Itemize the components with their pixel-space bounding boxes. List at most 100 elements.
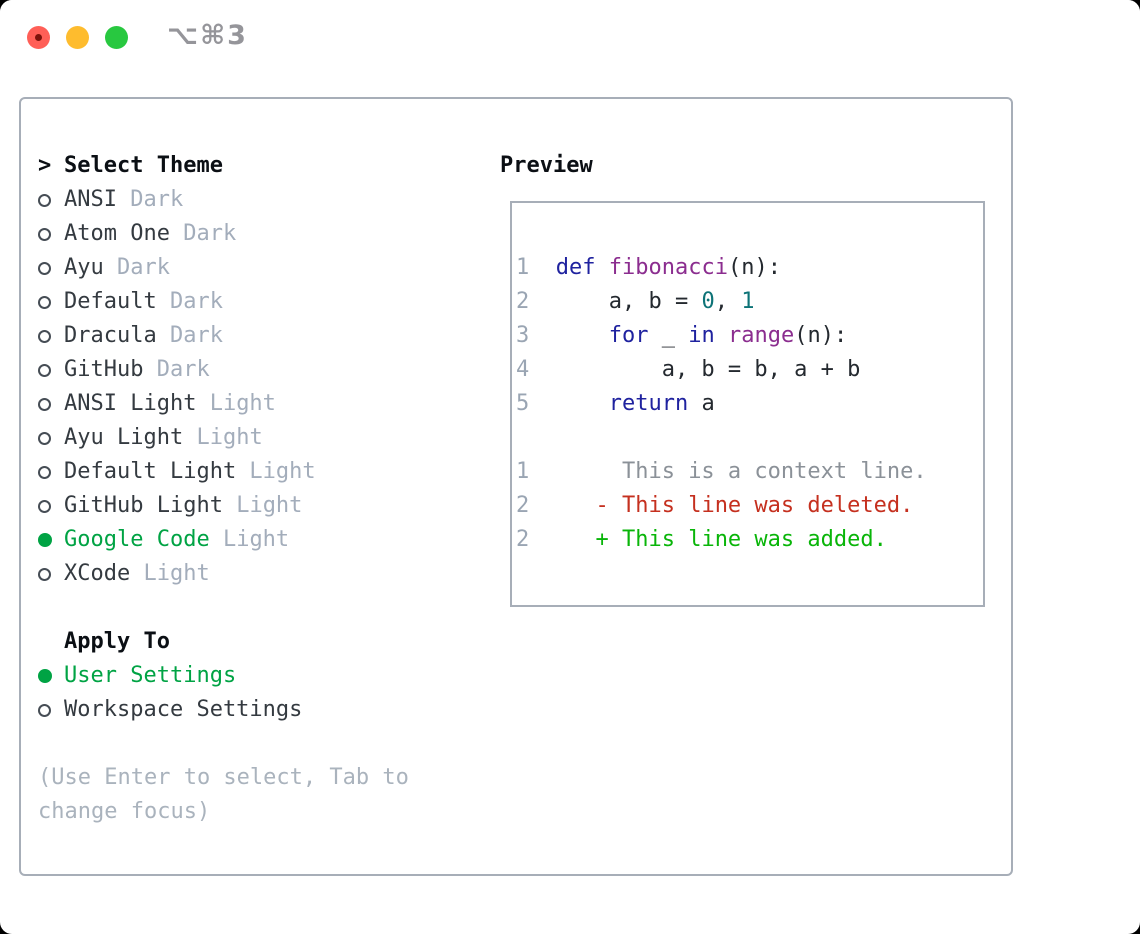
item-label: ANSI Light [64, 391, 197, 416]
line-number: 3 [516, 323, 530, 348]
select-theme-header: > Select Theme [38, 149, 458, 183]
theme-list-item[interactable]: Dracula Dark [38, 319, 458, 353]
code-segment-plain [715, 323, 728, 348]
code-segment-plain: (n): [794, 323, 848, 348]
radio-icon [38, 193, 51, 207]
item-label: ANSI [64, 187, 117, 212]
line-number: 2 [516, 289, 530, 314]
code-segment-plain: a, b = [529, 289, 702, 314]
code-segment-plain [596, 255, 609, 280]
radio-icon [38, 261, 51, 275]
theme-list-item[interactable]: Default Light Light [38, 455, 458, 489]
window-title: ⌥⌘3 [167, 20, 248, 51]
item-label: GitHub [64, 357, 144, 382]
code-segment-keyword: for [608, 323, 649, 348]
item-variant-label: Light [209, 527, 290, 552]
item-label: Workspace Settings [64, 697, 303, 722]
code-segment-plain [529, 323, 608, 348]
theme-list-item[interactable]: GitHub Dark [38, 353, 458, 387]
help-text: (Use Enter to select, Tab to change focu… [38, 765, 409, 824]
code-segment-keyword: def [555, 255, 596, 280]
preview-line [516, 421, 983, 455]
code-segment-deleted: - This line was deleted. [595, 493, 914, 518]
radio-icon [38, 295, 51, 309]
traffic-lights [27, 26, 128, 49]
item-variant-label: Light [222, 493, 303, 518]
theme-list-item[interactable]: Ayu Dark [38, 251, 458, 285]
zoom-button[interactable] [105, 26, 128, 49]
line-number: 1 [516, 459, 530, 484]
radio-icon [38, 703, 51, 717]
minimize-button[interactable] [66, 26, 89, 49]
item-variant-label: Dark [156, 289, 223, 314]
line-number: 2 [516, 493, 530, 518]
code-segment-plain [529, 527, 595, 552]
item-label: Default Light [64, 459, 237, 484]
preview-line: 2 - This line was deleted. [516, 489, 983, 523]
radio-icon [38, 329, 51, 343]
apply-to-option[interactable]: User Settings [38, 659, 458, 693]
close-button[interactable] [27, 26, 50, 49]
code-segment-plain [529, 391, 608, 416]
radio-icon [38, 499, 51, 513]
item-label: Dracula [64, 323, 157, 348]
theme-list-item[interactable]: XCode Light [38, 557, 458, 591]
radio-selected-icon [38, 669, 52, 683]
preview-line: 2 + This line was added. [516, 523, 983, 557]
item-label: Google Code [64, 527, 210, 552]
preview-title: Preview [500, 153, 593, 178]
focus-cursor: > [38, 153, 52, 178]
code-segment-added: + This line was added. [595, 527, 887, 552]
preview-line: 3 for _ in range(n): [516, 319, 983, 353]
item-variant-label: Dark [169, 221, 237, 246]
theme-list-item[interactable]: Google Code Light [38, 523, 458, 557]
preview-line: 2 a, b = 0, 1 [516, 285, 983, 319]
radio-icon [38, 465, 51, 479]
code-segment-plain [529, 493, 595, 518]
theme-list-item[interactable]: Atom One Dark [38, 217, 458, 251]
code-segment-keyword: in [688, 323, 715, 348]
code-segment-plain [529, 255, 556, 280]
item-variant-label: Light [183, 425, 263, 450]
radio-selected-icon [38, 533, 52, 547]
theme-list-item[interactable]: Ayu Light Light [38, 421, 458, 455]
item-label: User Settings [64, 663, 237, 688]
code-segment-function: range [727, 323, 795, 348]
item-variant-label: Light [236, 459, 316, 484]
radio-icon [38, 567, 51, 581]
code-segment-number: 0 [701, 289, 715, 314]
item-label: Atom One [64, 221, 170, 246]
item-variant-label: Dark [156, 323, 223, 348]
preview-line: 5 return a [516, 387, 983, 421]
code-segment-plain: _ [648, 323, 689, 348]
theme-list-item[interactable]: ANSI Light Light [38, 387, 458, 421]
code-segment-plain: a [688, 391, 715, 416]
code-segment-plain: a, b = b, a + b [529, 357, 861, 382]
radio-icon [38, 431, 51, 445]
spacer [38, 591, 458, 625]
item-variant-label: Dark [103, 255, 170, 280]
apply-to-header: Apply To [38, 625, 458, 659]
line-number: 1 [516, 255, 530, 280]
line-number: 2 [516, 527, 530, 552]
item-label: XCode [64, 561, 131, 586]
preview-line: 1 This is a context line. [516, 455, 983, 489]
code-segment-number: 1 [741, 289, 755, 314]
code-segment-plain: , [714, 289, 742, 314]
code-segment-context: This is a context line. [529, 459, 927, 484]
item-variant-label: Dark [143, 357, 210, 382]
radio-icon [38, 227, 51, 241]
preview-line: 1 def fibonacci(n): [516, 251, 983, 285]
apply-to-option[interactable]: Workspace Settings [38, 693, 458, 727]
code-segment-plain: (n): [727, 255, 781, 280]
radio-icon [38, 397, 51, 411]
theme-list-item[interactable]: Default Dark [38, 285, 458, 319]
theme-list-item[interactable]: ANSI Dark [38, 183, 458, 217]
theme-list-item[interactable]: GitHub Light Light [38, 489, 458, 523]
item-label: GitHub Light [64, 493, 223, 518]
